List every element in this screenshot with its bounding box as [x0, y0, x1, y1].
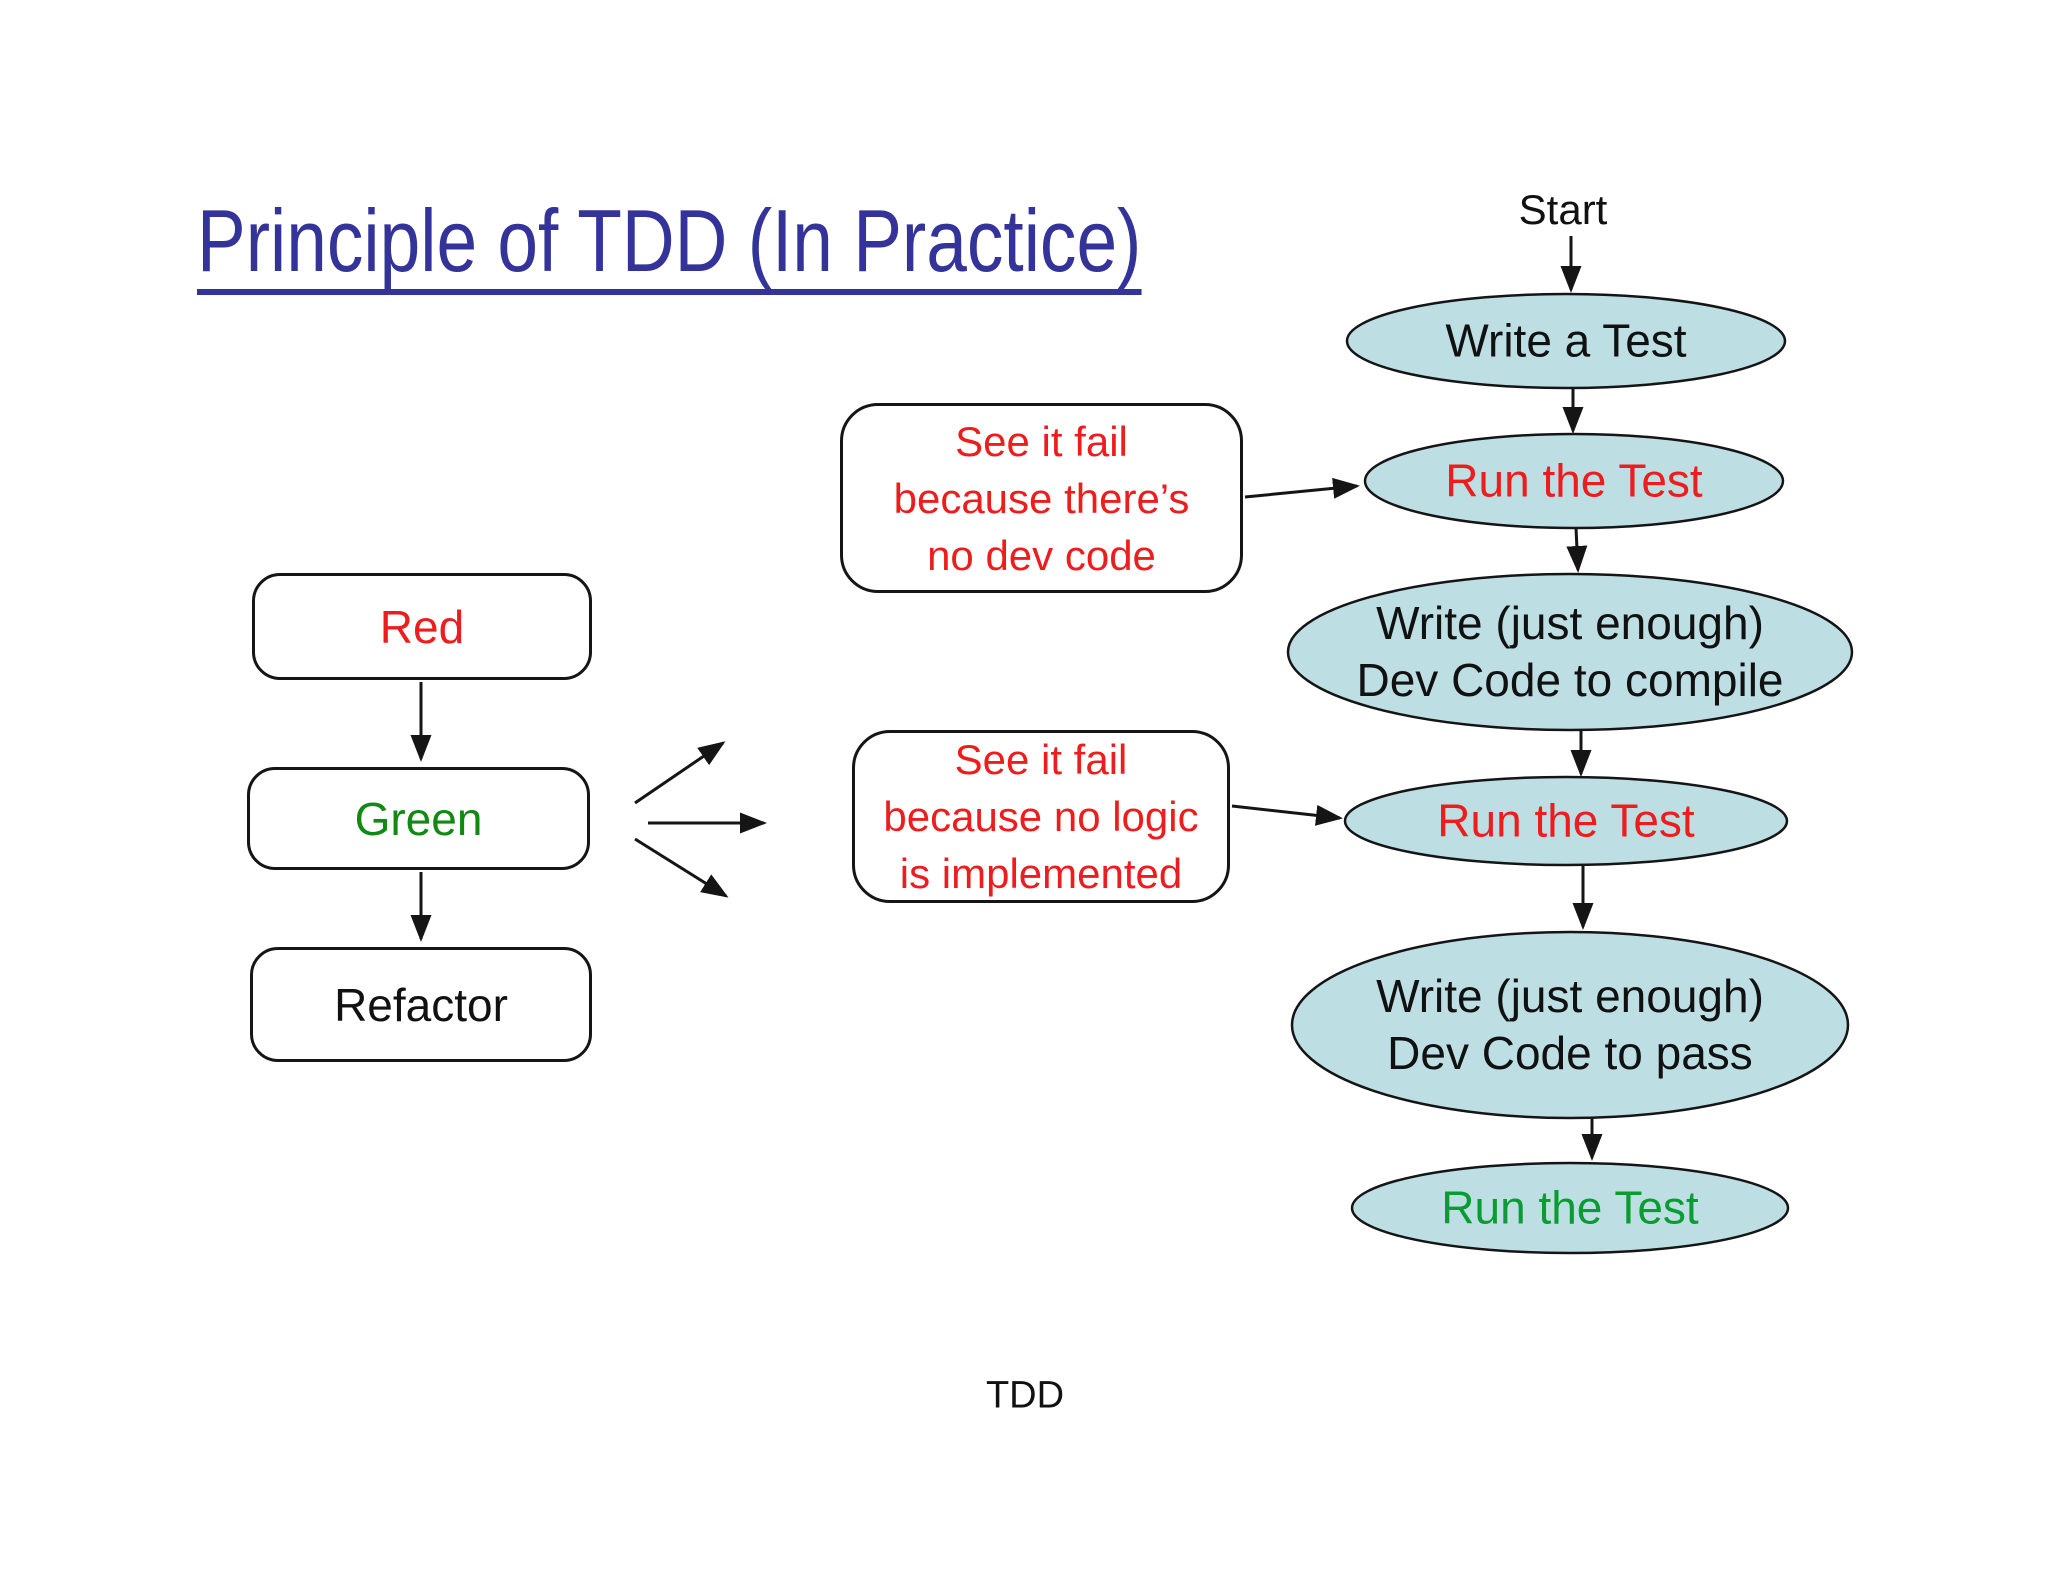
dev-code-compile-line2: Dev Code to compile — [1356, 654, 1784, 706]
note-line: no dev code — [927, 531, 1156, 579]
red-box-label: Red — [379, 600, 465, 653]
run-the-test-2-label: Run the Test — [1437, 794, 1695, 847]
footer-tdd: TDD — [985, 1374, 1065, 1417]
dev-code-compile-label: Write (just enough) Dev Code to compile — [1357, 595, 1784, 709]
note-line: because there’s — [893, 474, 1190, 522]
write-a-test-label: Write a Test — [1445, 314, 1687, 367]
dev-code-pass-ellipse — [1290, 930, 1850, 1120]
green-box: Green — [247, 767, 590, 870]
arrow-note2-to-run2 — [1231, 804, 1343, 826]
refactor-box-label: Refactor — [334, 978, 508, 1031]
note-line: because no logic — [883, 793, 1199, 840]
run-the-test-2-ellipse — [1343, 775, 1789, 867]
start-label: Start — [1518, 186, 1608, 233]
red-box: Red — [252, 573, 592, 680]
refactor-box: Refactor — [250, 947, 592, 1062]
run-the-test-1-label: Run the Test — [1445, 454, 1703, 507]
dev-code-compile-ellipse — [1286, 572, 1854, 732]
dev-code-pass-line1: Write (just enough) — [1376, 970, 1764, 1022]
write-a-test-ellipse — [1345, 292, 1787, 390]
dev-code-compile-line1: Write (just enough) — [1376, 597, 1764, 649]
run-the-test-3-ellipse — [1350, 1161, 1790, 1255]
run-the-test-1-ellipse — [1363, 432, 1785, 530]
arrow-fan-up — [634, 741, 726, 805]
note-line: See it fail — [955, 417, 1128, 465]
note-line: See it fail — [954, 736, 1128, 783]
dev-code-pass-line2: Dev Code to pass — [1387, 1027, 1753, 1079]
arrow-note1-to-run1 — [1244, 477, 1360, 499]
run-the-test-3-label: Run the Test — [1441, 1181, 1699, 1234]
note-no-logic: See it fail because no logic is implemen… — [852, 730, 1230, 903]
arrow-fan-down — [634, 837, 729, 898]
page-title: Principle of TDD (In Practice) — [197, 196, 1142, 295]
green-box-label: Green — [354, 792, 483, 845]
arrow-run1-to-compile — [1566, 527, 1588, 573]
dev-code-pass-label: Write (just enough) Dev Code to pass — [1376, 968, 1764, 1082]
note-no-dev-code: See it fail because there’s no dev code — [840, 403, 1243, 593]
note-line: is implemented — [899, 850, 1183, 897]
